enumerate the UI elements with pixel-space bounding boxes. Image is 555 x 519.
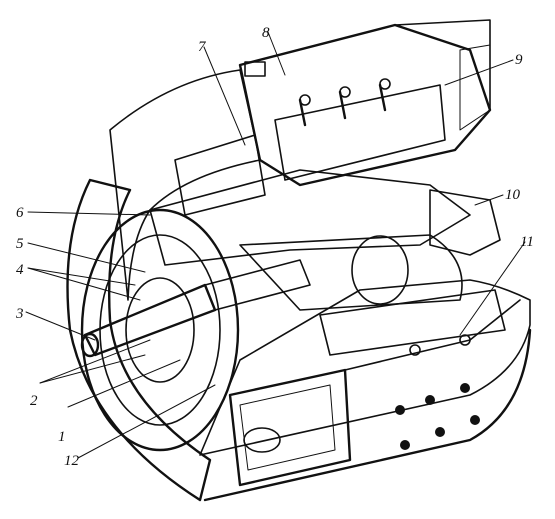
- front-end-shield: [66, 69, 261, 502]
- callout-5: 5: [16, 236, 24, 252]
- callout-3: 3: [15, 306, 24, 322]
- callout-7: 7: [198, 39, 207, 55]
- callout-labels: 1 2 3 4 5 6 7 8 9 10 11 12: [15, 25, 534, 469]
- top-terminal-box: [238, 19, 492, 187]
- callout-1: 1: [58, 429, 66, 445]
- callout-10: 10: [505, 187, 521, 203]
- commutator: [319, 289, 506, 356]
- mounting-lug: [244, 61, 266, 77]
- callout-11: 11: [520, 234, 534, 250]
- leader-lines: [25, 31, 526, 459]
- brush-assembly: [174, 78, 446, 216]
- stator-poles: [149, 169, 501, 266]
- callout-4: 4: [16, 262, 24, 278]
- callout-2: 2: [30, 393, 38, 409]
- callout-9: 9: [515, 52, 523, 68]
- housing-bolts: [395, 383, 480, 450]
- armature-drum: [239, 234, 463, 311]
- callout-6: 6: [16, 205, 24, 221]
- shaft: [80, 259, 311, 358]
- inspection-window: [228, 368, 352, 487]
- callout-8: 8: [262, 25, 270, 41]
- callout-12: 12: [64, 453, 80, 469]
